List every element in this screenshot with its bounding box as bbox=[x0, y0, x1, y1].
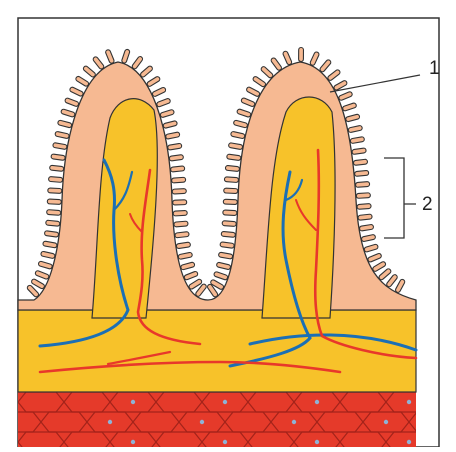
microvillus bbox=[354, 170, 368, 176]
muscle-nucleus bbox=[292, 420, 296, 424]
microvillus bbox=[173, 200, 187, 205]
muscle-nucleus bbox=[131, 440, 135, 444]
muscle-nucleus bbox=[384, 420, 388, 424]
microvillus bbox=[224, 177, 238, 183]
microvillus bbox=[46, 220, 60, 226]
microvillus bbox=[47, 199, 61, 204]
microvillus bbox=[48, 188, 62, 194]
muscle-nucleus bbox=[407, 400, 411, 404]
muscle-band bbox=[18, 390, 416, 447]
microvillus bbox=[221, 231, 235, 237]
label-1: 1 bbox=[429, 58, 440, 80]
muscle-nucleus bbox=[407, 440, 411, 444]
microvillus bbox=[49, 165, 63, 171]
lamina-base bbox=[18, 310, 416, 392]
muscle-layer bbox=[0, 390, 456, 447]
microvillus bbox=[358, 214, 372, 220]
microvillus bbox=[48, 177, 62, 183]
muscle-nucleus bbox=[200, 420, 204, 424]
microvillus bbox=[356, 193, 370, 199]
muscle-nucleus bbox=[108, 420, 112, 424]
microvillus bbox=[47, 210, 61, 216]
microvillus bbox=[220, 242, 234, 249]
muscle-cell bbox=[0, 432, 18, 447]
microvillus bbox=[224, 188, 238, 193]
muscle-cell bbox=[0, 392, 18, 412]
muscle-nucleus bbox=[223, 440, 227, 444]
muscle-nucleus bbox=[315, 400, 319, 404]
label-2: 2 bbox=[422, 194, 433, 216]
muscle-nucleus bbox=[315, 440, 319, 444]
microvillus bbox=[299, 47, 304, 61]
microvillus bbox=[223, 199, 237, 204]
microvillus bbox=[171, 177, 185, 183]
microvillus bbox=[223, 210, 237, 216]
microvillus bbox=[357, 204, 371, 210]
muscle-nucleus bbox=[131, 400, 135, 404]
microvillus bbox=[355, 182, 369, 188]
microvillus bbox=[173, 210, 187, 216]
microvillus bbox=[353, 159, 367, 165]
microvillus bbox=[225, 165, 239, 171]
microvillus bbox=[222, 221, 236, 227]
microvillus bbox=[175, 232, 189, 238]
microvillus bbox=[170, 166, 184, 172]
microvillus bbox=[172, 189, 186, 194]
microvillus bbox=[174, 221, 188, 227]
muscle-nucleus bbox=[223, 400, 227, 404]
